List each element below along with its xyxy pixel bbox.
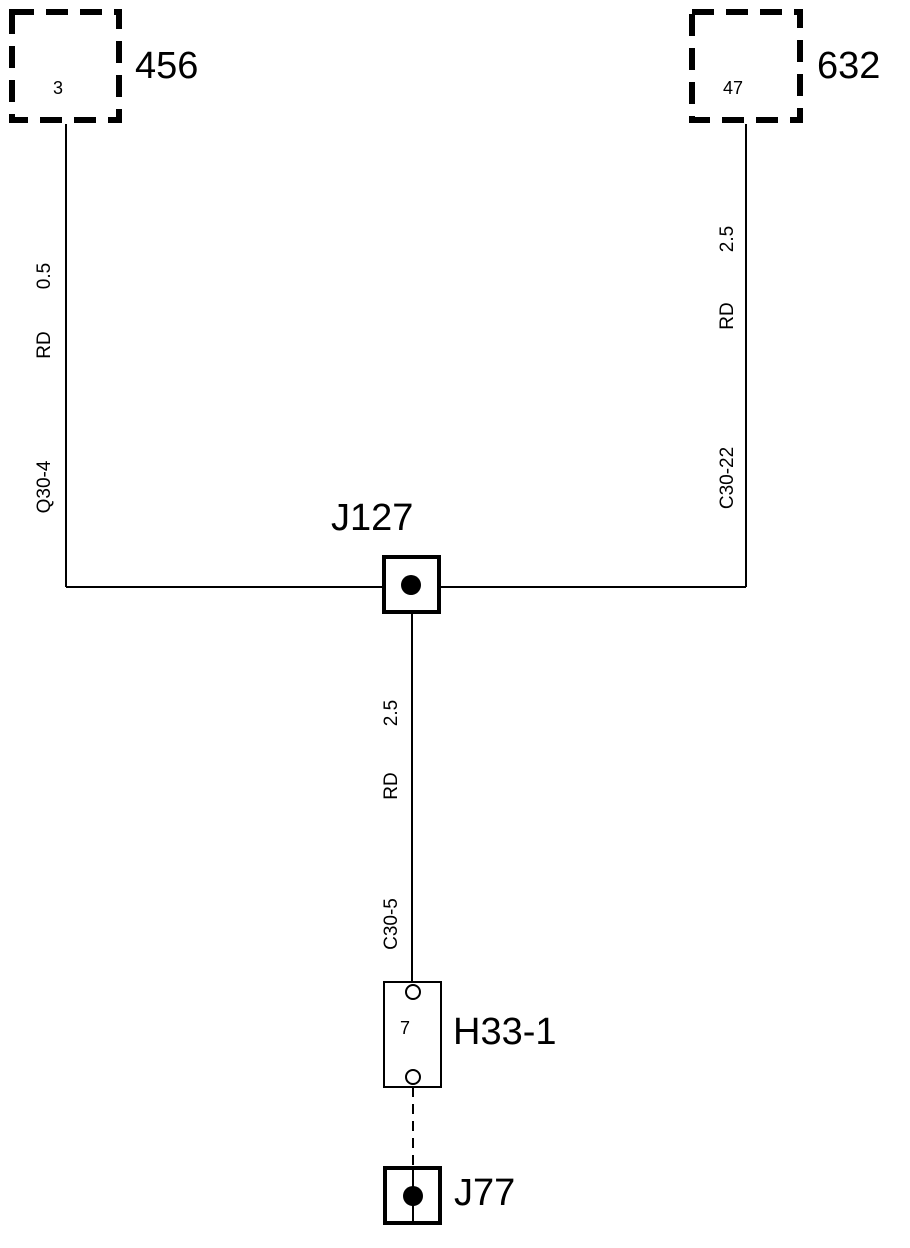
component-632-pin: 47 [723, 78, 743, 98]
wire-left-id: Q30-4 [34, 460, 55, 513]
splice-j127-dot [401, 575, 421, 595]
wire-right-size: 2.5 [717, 226, 738, 252]
wire-center-color: RD [381, 772, 402, 799]
splice-j127[interactable]: J127 [331, 497, 441, 614]
wire-right-id: C30-22 [717, 447, 738, 509]
wire-right-color: RD [717, 302, 738, 329]
component-456-label: 456 [135, 45, 198, 87]
connector-h33-1[interactable]: 7 H33-1 [383, 981, 557, 1088]
splice-j77-label: J77 [454, 1172, 515, 1214]
component-632-box [689, 9, 803, 123]
connector-h33-1-pin: 7 [400, 1018, 410, 1038]
wire-center-id: C30-5 [381, 898, 402, 950]
component-456-pin: 3 [53, 78, 63, 98]
component-456[interactable]: 3 456 [9, 9, 198, 123]
splice-j127-label: J127 [331, 497, 413, 539]
connector-h33-1-bottom-terminal [405, 1069, 421, 1085]
component-632[interactable]: 47 632 [689, 9, 880, 123]
wire-center-size: 2.5 [381, 700, 402, 726]
component-632-label: 632 [817, 45, 880, 87]
connector-h33-1-label: H33-1 [453, 1011, 557, 1053]
splice-j77-dot [403, 1186, 423, 1206]
component-456-box [9, 9, 122, 123]
connector-h33-1-top-terminal [405, 984, 421, 1000]
wire-left-size: 0.5 [34, 263, 55, 289]
splice-j77[interactable]: J77 [383, 1166, 515, 1225]
wire-left-color: RD [34, 331, 55, 358]
